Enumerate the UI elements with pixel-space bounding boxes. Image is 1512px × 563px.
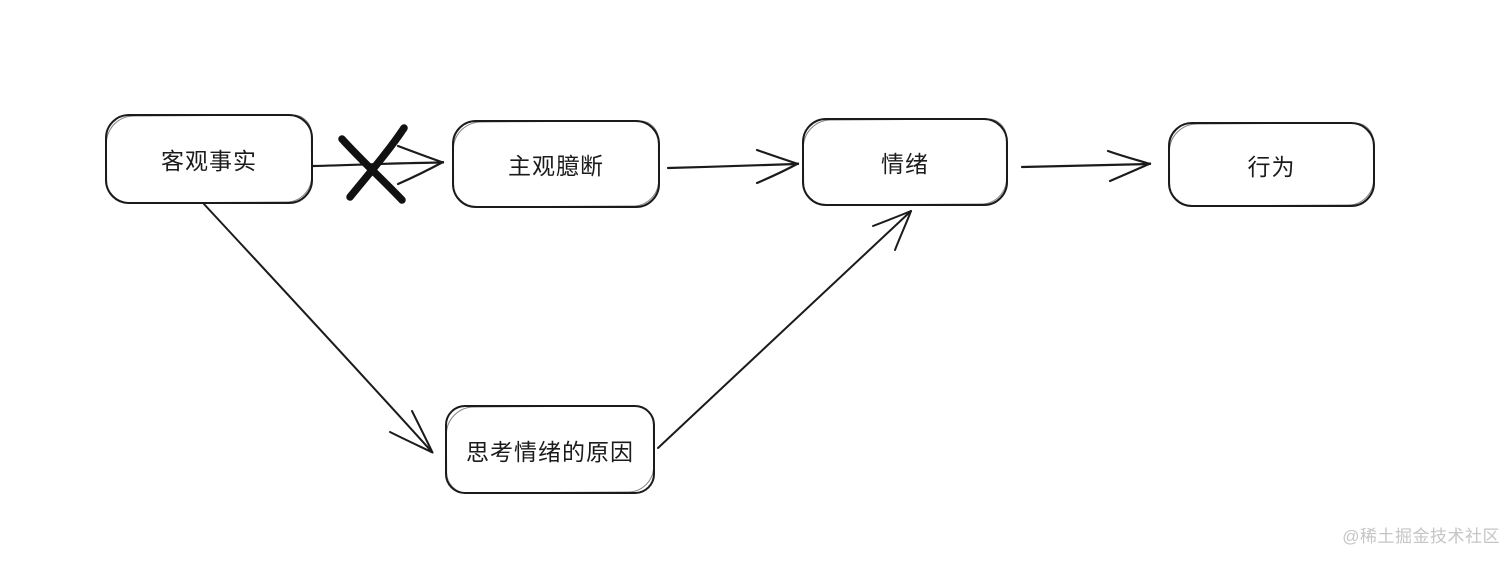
node-objective-fact-label: 客观事实	[161, 148, 257, 174]
node-behavior-label: 行为	[1247, 153, 1296, 180]
node-think-emotion-cause-label: 思考情绪的原因	[466, 438, 634, 465]
edge-emotion-to-behavior	[1020, 149, 1152, 183]
node-objective-fact: 客观事实	[105, 114, 313, 204]
edge-subjective-to-emotion	[666, 148, 800, 185]
node-subjective-assumption: 主观臆断	[452, 120, 660, 208]
watermark: @稀土掘金技术社区	[1342, 527, 1500, 546]
node-think-emotion-cause: 思考情绪的原因	[445, 405, 655, 494]
edge-thinkcause-to-emotion	[657, 210, 912, 449]
node-emotion: 情绪	[802, 118, 1008, 206]
node-behavior: 行为	[1168, 122, 1375, 207]
node-subjective-assumption-label: 主观臆断	[508, 153, 604, 179]
node-emotion-label: 情绪	[881, 151, 929, 177]
edge-objective-to-thinkcause	[202, 202, 434, 454]
cross-out-icon	[338, 124, 408, 204]
